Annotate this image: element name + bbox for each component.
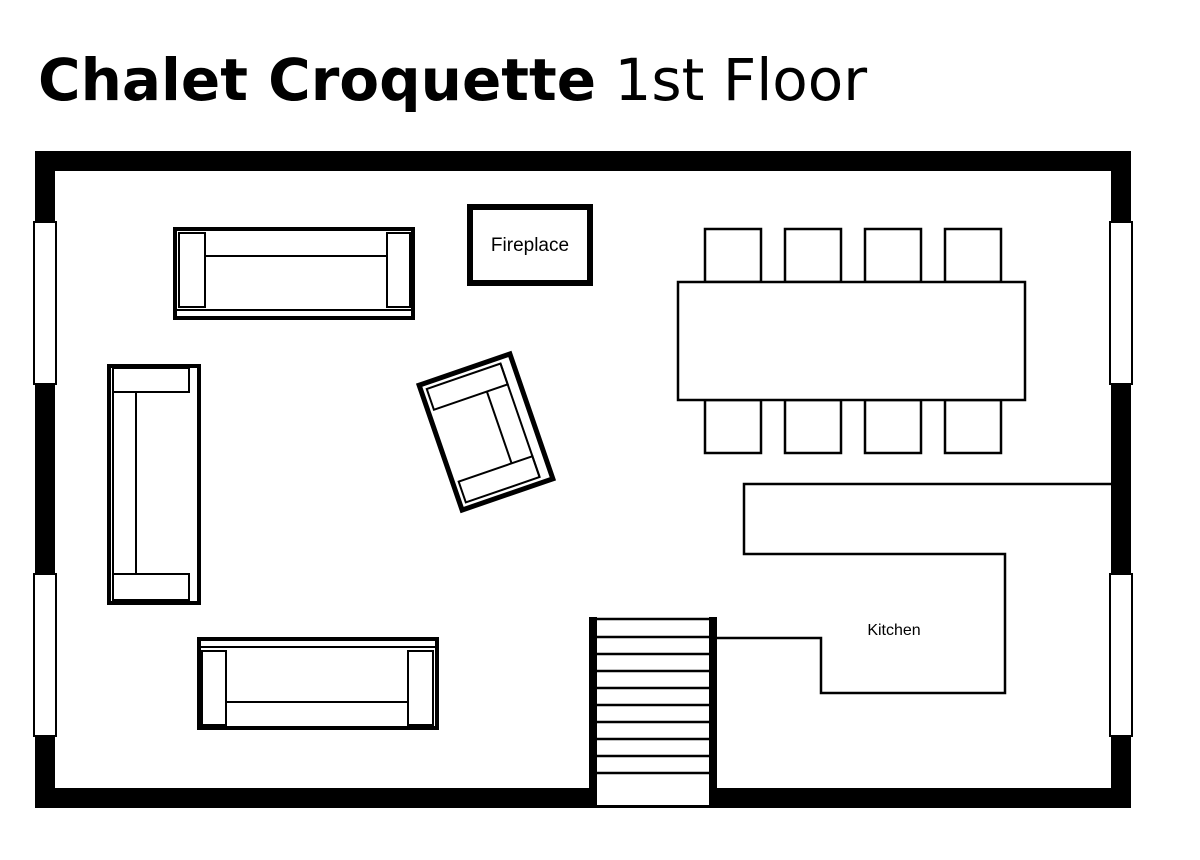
chair	[783, 398, 843, 455]
window-left-top	[33, 221, 57, 385]
title-name: Chalet Croquette	[38, 46, 597, 114]
chair	[943, 398, 1003, 455]
stairs	[589, 617, 717, 807]
dining-table	[676, 280, 1027, 402]
dining-chairs-bottom	[703, 398, 1003, 455]
armchair	[415, 350, 557, 514]
kitchen-counter: Kitchen	[716, 482, 1111, 695]
sofa-top	[173, 227, 415, 320]
sofa-left	[107, 364, 201, 605]
dining-chairs-top	[703, 227, 1003, 284]
window-left-bottom	[33, 573, 57, 737]
sofa-bottom	[197, 637, 439, 730]
chair	[863, 227, 923, 284]
chair	[703, 227, 763, 284]
window-right-top	[1109, 221, 1133, 385]
chair	[943, 227, 1003, 284]
outer-wall	[35, 151, 1131, 808]
fireplace: Fireplace	[467, 204, 593, 286]
page-title: Chalet Croquette 1st Floor	[38, 40, 867, 120]
windows	[33, 221, 1133, 737]
chair	[783, 227, 843, 284]
chair	[863, 398, 923, 455]
title-floor: 1st Floor	[614, 46, 868, 114]
window-right-bottom	[1109, 573, 1133, 737]
kitchen-label: Kitchen	[867, 622, 920, 639]
fireplace-label: Fireplace	[491, 235, 569, 256]
chair	[703, 398, 763, 455]
